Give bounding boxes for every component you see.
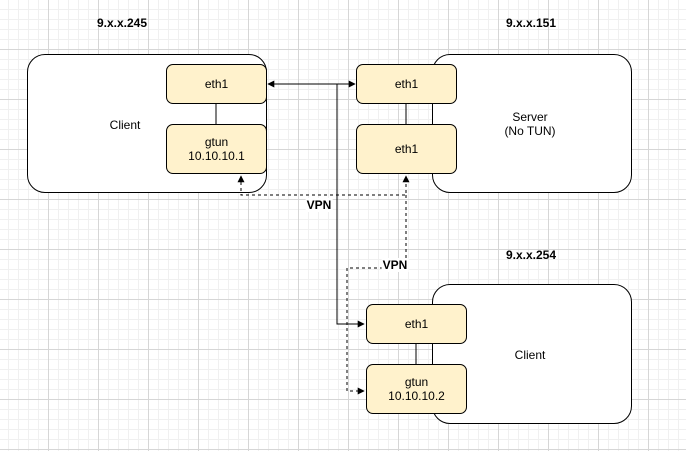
client-b-gtun: gtun 10.10.10.2: [366, 364, 467, 414]
server-ip-label: 9.x.x.151: [505, 16, 557, 30]
server-eth1-top: eth1: [356, 64, 457, 104]
client-a-gtun: gtun 10.10.10.1: [166, 124, 267, 174]
vpn-tunnel-a: [237, 175, 410, 196]
client-a-name: Client: [109, 118, 141, 132]
client-b-gtun-name: gtun: [404, 375, 429, 389]
server-name-line2: (No TUN): [504, 124, 556, 138]
server-eth1-top-label: eth1: [394, 77, 419, 91]
server-name: Server (No TUN): [504, 110, 555, 138]
client-a-gtun-name: gtun: [204, 135, 229, 149]
server-host: [432, 54, 632, 193]
client-a-gtun-ip: 10.10.10.1: [188, 149, 245, 163]
client-b-gtun-ip: 10.10.10.2: [388, 389, 445, 403]
client-a-eth1: eth1: [166, 64, 267, 104]
eth-link-to-client-b: [336, 84, 365, 328]
client-b-eth1-label: eth1: [404, 317, 429, 331]
vpn-label-2: VPN: [381, 258, 409, 272]
vpn-label-1: VPN: [305, 198, 333, 212]
server-eth1-bottom-label: eth1: [394, 142, 419, 156]
client-a-ip-label: 9.x.x.245: [96, 16, 148, 30]
server-eth1-bottom: eth1: [356, 124, 457, 174]
client-b-name: Client: [514, 348, 546, 362]
client-b-ip-label: 9.x.x.254: [505, 248, 557, 262]
client-a-eth1-label: eth1: [204, 77, 229, 91]
server-name-line1: Server: [512, 110, 548, 124]
vpn-tunnel-b: [346, 195, 407, 395]
client-b-eth1: eth1: [366, 304, 467, 344]
